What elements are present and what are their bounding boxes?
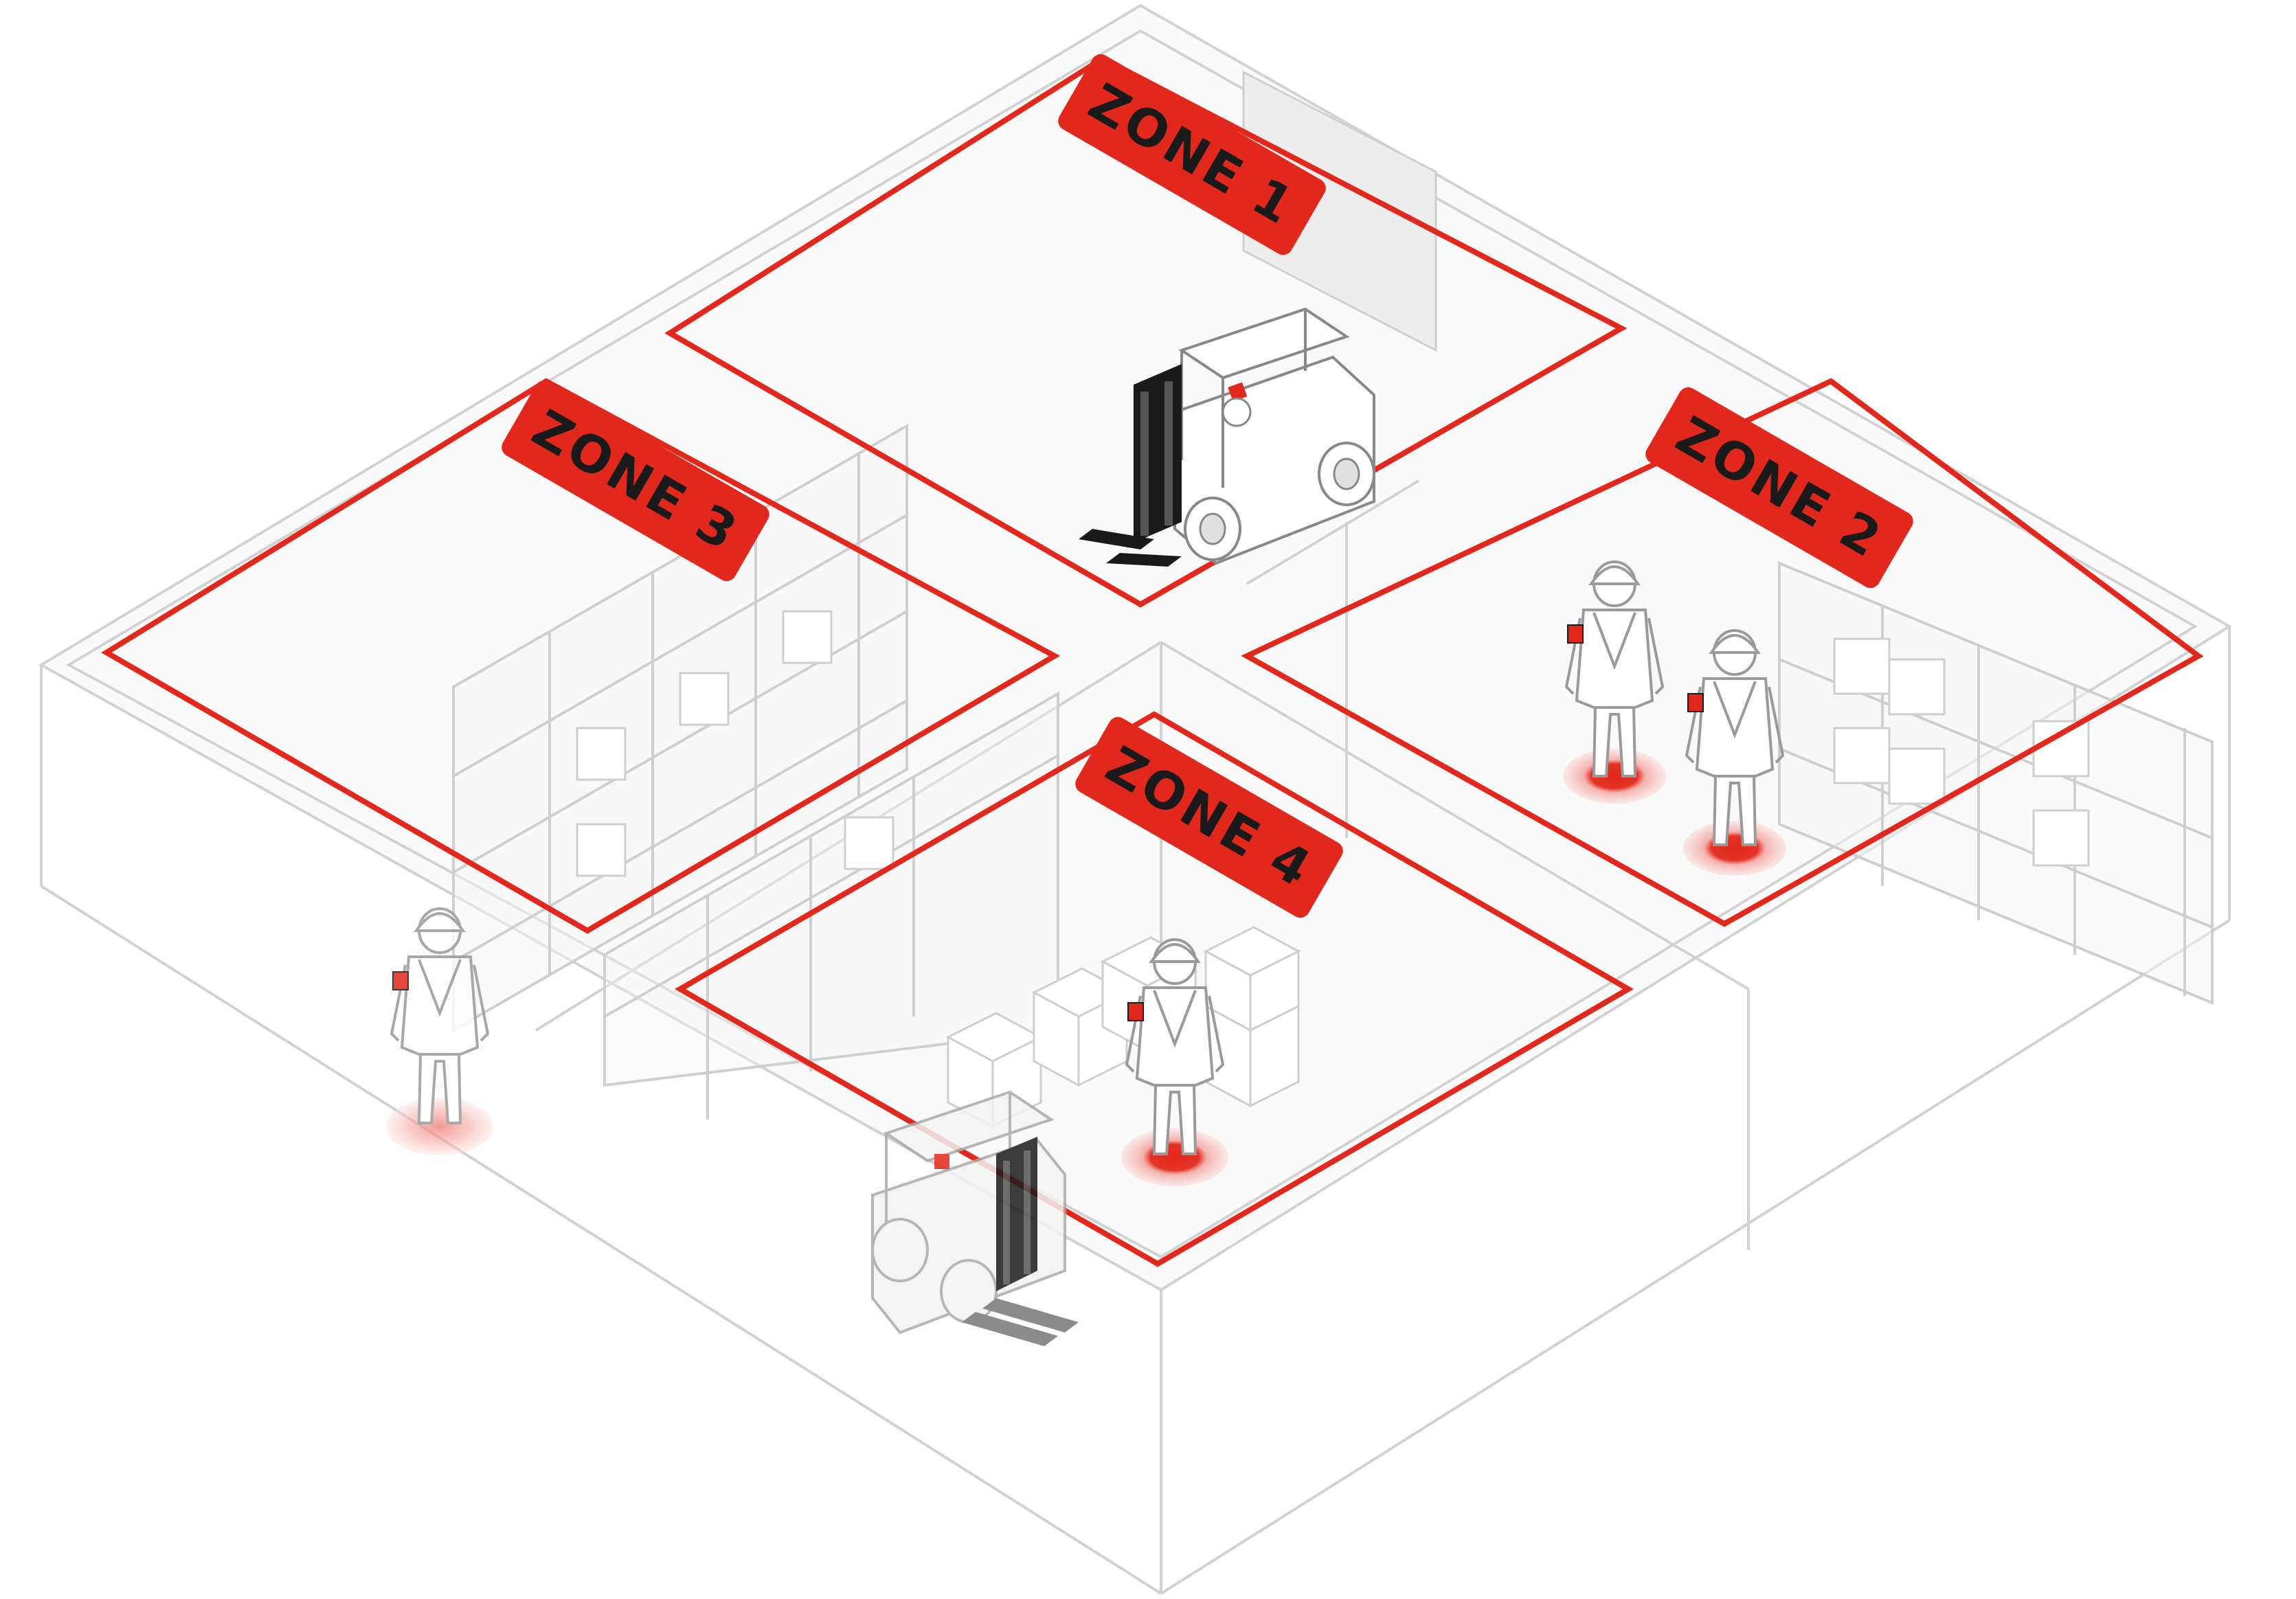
location-tag-icon bbox=[1121, 1129, 1228, 1186]
worker-zone-2-a bbox=[1563, 560, 1666, 804]
location-tag-icon bbox=[1563, 749, 1666, 804]
zone-1-outline bbox=[664, 55, 1628, 608]
forklift-icon bbox=[1079, 307, 1375, 567]
box-icon bbox=[1031, 967, 1129, 1087]
zone-4-outline bbox=[675, 711, 1634, 1267]
forklift-icon bbox=[871, 1090, 1079, 1346]
location-tag-icon bbox=[386, 1098, 493, 1155]
box-icon bbox=[1203, 926, 1301, 1108]
forklift-mast bbox=[1134, 364, 1182, 543]
forklift-mast bbox=[996, 1137, 1037, 1291]
worker-zone-4 bbox=[1121, 938, 1228, 1186]
box-stack-left bbox=[576, 610, 894, 877]
worker-zone-2-b bbox=[1683, 629, 1786, 876]
zone-3-outline bbox=[101, 378, 1061, 934]
box-stack-right bbox=[1833, 637, 2090, 867]
location-tag-icon bbox=[1683, 821, 1786, 876]
zone-2-outline bbox=[1241, 378, 2204, 927]
worker-outside bbox=[386, 907, 493, 1155]
zone-outlines bbox=[101, 55, 2204, 1267]
